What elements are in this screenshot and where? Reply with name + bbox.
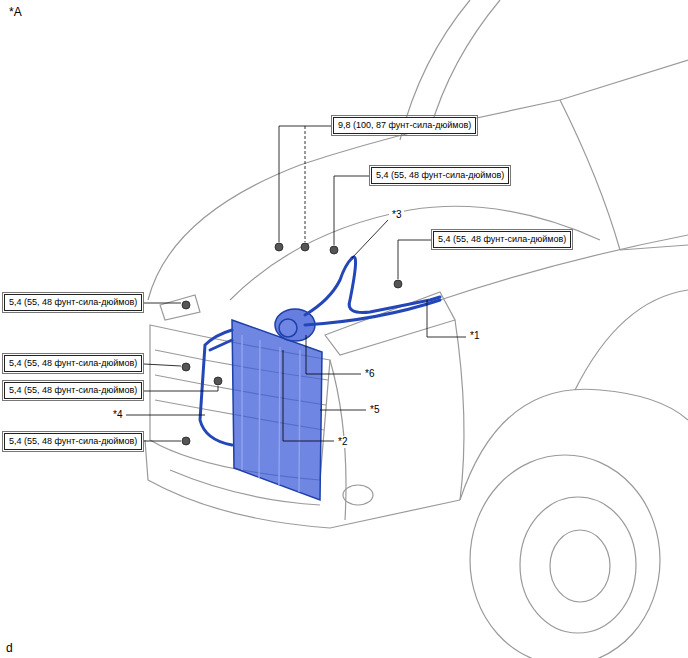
view-label: *A	[6, 6, 25, 18]
torque-value: 5,4 (55, 48 фунт-сила-дюймов)	[5, 295, 141, 310]
torque-box: 5,4 (55, 48 фунт-сила-дюймов)	[4, 433, 142, 450]
torque-value: 5,4 (55, 48 фунт-сила-дюймов)	[434, 232, 570, 247]
torque-box: 9,8 (100, 87 фунт-сила-дюймов)	[333, 117, 476, 134]
torque-box: 5,4 (55, 48 фунт-сила-дюймов)	[371, 167, 509, 184]
torque-box: 5,4 (55, 48 фунт-сила-дюймов)	[4, 382, 142, 399]
callout-number: *5	[367, 404, 382, 416]
torque-value: 5,4 (55, 48 фунт-сила-дюймов)	[5, 434, 141, 449]
torque-value: 9,8 (100, 87 фунт-сила-дюймов)	[334, 118, 475, 133]
torque-box: 5,4 (55, 48 фунт-сила-дюймов)	[4, 355, 142, 372]
torque-value: 5,4 (55, 48 фунт-сила-дюймов)	[5, 383, 141, 398]
torque-value: 5,4 (55, 48 фунт-сила-дюймов)	[372, 168, 508, 183]
callout-number: *1	[467, 330, 482, 342]
torque-box: 5,4 (55, 48 фунт-сила-дюймов)	[4, 294, 142, 311]
torque-box: 5,4 (55, 48 фунт-сила-дюймов)	[433, 231, 571, 248]
callout-number: *4	[110, 409, 125, 421]
callout-number: *2	[335, 436, 350, 448]
torque-value: 5,4 (55, 48 фунт-сила-дюймов)	[5, 356, 141, 371]
callout-number: *3	[389, 209, 404, 221]
view-label: d	[3, 642, 16, 654]
callout-number: *6	[362, 368, 377, 380]
